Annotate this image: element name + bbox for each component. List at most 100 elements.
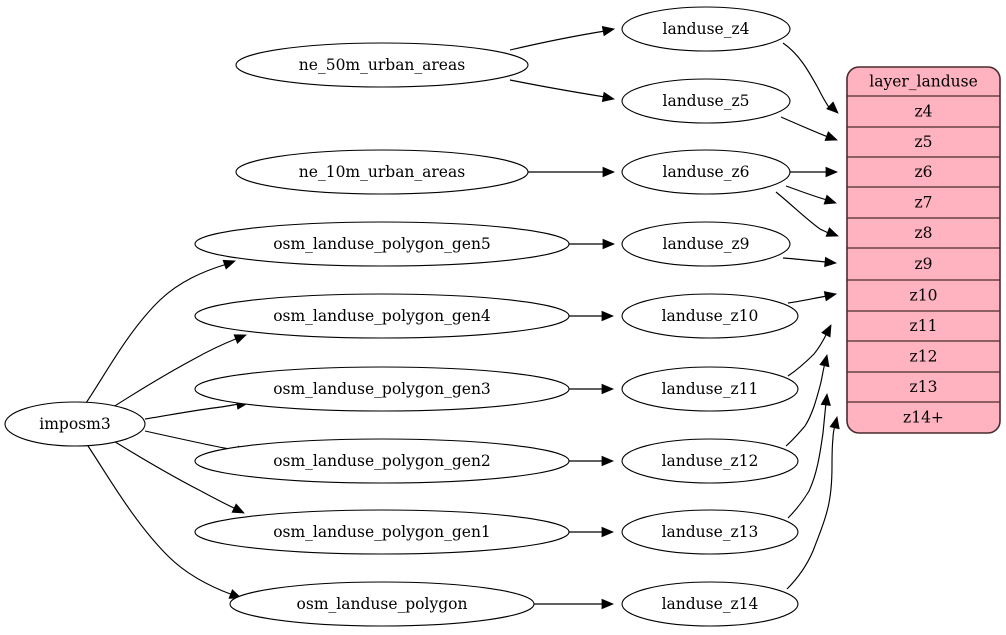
node-shape bbox=[621, 581, 799, 627]
table-row-label: z12 bbox=[910, 348, 938, 366]
node-shape bbox=[229, 581, 535, 627]
edge-landuse_z12-to-z12 bbox=[785, 353, 830, 447]
arrowhead-icon bbox=[826, 101, 839, 114]
node-label: osm_landuse_polygon_gen4 bbox=[273, 307, 491, 325]
node-shape bbox=[621, 6, 791, 52]
node-imposm3[interactable]: imposm3 bbox=[4, 401, 146, 447]
layer-landuse-table: layer_landusez4z5z6z7z8z9z10z11z12z13z14… bbox=[846, 66, 1001, 434]
node-shape bbox=[621, 149, 791, 195]
edge-line bbox=[782, 257, 828, 263]
table-row[interactable] bbox=[847, 248, 1000, 280]
node-landuse_z14[interactable]: landuse_z14 bbox=[621, 581, 799, 627]
node-osm_landuse_polygon_gen4[interactable]: osm_landuse_polygon_gen4 bbox=[194, 293, 570, 339]
edge-osm_landuse_polygon_gen2-to-landuse_z12 bbox=[569, 455, 615, 467]
node-landuse_z12[interactable]: landuse_z12 bbox=[621, 438, 799, 484]
node-landuse_z4[interactable]: landuse_z4 bbox=[621, 6, 791, 52]
node-osm_landuse_polygon_gen3[interactable]: osm_landuse_polygon_gen3 bbox=[194, 366, 570, 412]
node-osm_landuse_polygon_gen2[interactable]: osm_landuse_polygon_gen2 bbox=[194, 438, 570, 484]
table-row-label: z6 bbox=[914, 163, 932, 181]
arrowhead-icon bbox=[601, 598, 615, 610]
node-landuse_z13[interactable]: landuse_z13 bbox=[621, 509, 799, 555]
node-shape bbox=[621, 438, 799, 484]
node-label: landuse_z4 bbox=[663, 20, 750, 38]
node-label: osm_landuse_polygon_gen5 bbox=[273, 235, 491, 253]
arrowhead-icon bbox=[820, 392, 831, 406]
edge-line bbox=[785, 185, 828, 201]
node-shape bbox=[4, 401, 146, 447]
node-label: osm_landuse_polygon_gen2 bbox=[273, 452, 491, 470]
edge-imposm3-to-osm_landuse_polygon_gen4 bbox=[109, 334, 247, 410]
table-row[interactable] bbox=[847, 96, 1000, 127]
edge-line bbox=[109, 337, 239, 410]
edge-line bbox=[782, 42, 831, 110]
arrowhead-icon bbox=[824, 131, 838, 141]
table-row[interactable] bbox=[847, 311, 1000, 341]
arrowhead-icon bbox=[821, 324, 832, 338]
edge-line bbox=[787, 332, 828, 377]
edge-line bbox=[87, 445, 234, 596]
node-landuse_z5[interactable]: landuse_z5 bbox=[621, 78, 791, 124]
edge-imposm3-to-osm_landuse_polygon_gen1 bbox=[111, 439, 245, 514]
node-landuse_z10[interactable]: landuse_z10 bbox=[621, 293, 799, 339]
edge-line bbox=[509, 30, 606, 51]
node-shape bbox=[194, 293, 570, 339]
edge-line bbox=[85, 263, 228, 404]
table-row-label: z9 bbox=[914, 255, 932, 273]
node-landuse_z9[interactable]: landuse_z9 bbox=[621, 221, 791, 267]
node-label: landuse_z11 bbox=[662, 380, 759, 398]
node-shape bbox=[621, 78, 791, 124]
table-row[interactable] bbox=[847, 157, 1000, 187]
node-label: osm_landuse_polygon bbox=[297, 595, 468, 613]
node-label: ne_10m_urban_areas bbox=[299, 163, 465, 181]
table-row-label: z11 bbox=[910, 317, 938, 335]
table-row[interactable] bbox=[847, 127, 1000, 157]
edge-line bbox=[780, 116, 829, 138]
arrowhead-icon bbox=[601, 26, 616, 37]
arrowhead-icon bbox=[823, 194, 837, 205]
node-osm_landuse_polygon_gen1[interactable]: osm_landuse_polygon_gen1 bbox=[194, 509, 570, 555]
edge-osm_landuse_polygon_gen4-to-landuse_z10 bbox=[569, 310, 615, 322]
node-label: landuse_z9 bbox=[663, 235, 750, 253]
table-row[interactable] bbox=[847, 402, 1000, 433]
edge-osm_landuse_polygon_gen5-to-landuse_z9 bbox=[569, 238, 616, 250]
edge-line bbox=[509, 79, 606, 98]
table-header-label: layer_landuse bbox=[869, 73, 978, 91]
edge-landuse_z6-to-z8 bbox=[775, 191, 839, 237]
node-ne_10m_urban_areas[interactable]: ne_10m_urban_areas bbox=[235, 149, 529, 195]
table-row-label: z13 bbox=[910, 378, 938, 396]
table-row[interactable] bbox=[847, 218, 1000, 248]
arrowhead-icon bbox=[602, 238, 616, 250]
table-row[interactable] bbox=[847, 372, 1000, 402]
table-row[interactable] bbox=[847, 187, 1000, 218]
edge-landuse_z6-to-z7 bbox=[785, 185, 837, 205]
edge-landuse_z6-to-z6 bbox=[790, 166, 839, 178]
edge-osm_landuse_polygon_gen1-to-landuse_z13 bbox=[569, 526, 615, 538]
arrowhead-icon bbox=[823, 291, 838, 302]
node-label: imposm3 bbox=[39, 415, 110, 433]
node-shape bbox=[235, 42, 529, 88]
table-row[interactable] bbox=[847, 341, 1000, 372]
table-row[interactable] bbox=[847, 280, 1000, 311]
node-label: ne_50m_urban_areas bbox=[299, 56, 465, 74]
nodes-layer: imposm3 ne_50m_urban_areas ne_10m_urban_ar… bbox=[4, 6, 799, 627]
node-shape bbox=[194, 438, 570, 484]
edge-line bbox=[787, 295, 828, 304]
node-landuse_z11[interactable]: landuse_z11 bbox=[621, 366, 799, 412]
edge-line bbox=[144, 403, 240, 420]
node-label: landuse_z14 bbox=[662, 595, 759, 613]
node-landuse_z6[interactable]: landuse_z6 bbox=[621, 149, 791, 195]
node-osm_landuse_polygon[interactable]: osm_landuse_polygon bbox=[229, 581, 535, 627]
node-osm_landuse_polygon_gen5[interactable]: osm_landuse_polygon_gen5 bbox=[194, 221, 570, 267]
arrowhead-icon bbox=[601, 310, 615, 322]
edge-landuse_z13-to-z13 bbox=[787, 392, 831, 519]
arrowhead-icon bbox=[231, 503, 245, 514]
edge-line bbox=[786, 424, 836, 590]
node-ne_50m_urban_areas[interactable]: ne_50m_urban_areas bbox=[235, 42, 529, 88]
edge-imposm3-to-osm_landuse_polygon_gen5 bbox=[85, 259, 236, 404]
edge-line bbox=[144, 430, 241, 452]
table-outline bbox=[846, 66, 1001, 434]
edge-landuse_z5-to-z5 bbox=[780, 116, 838, 141]
node-shape bbox=[621, 293, 799, 339]
edge-landuse_z9-to-z9 bbox=[782, 256, 838, 268]
